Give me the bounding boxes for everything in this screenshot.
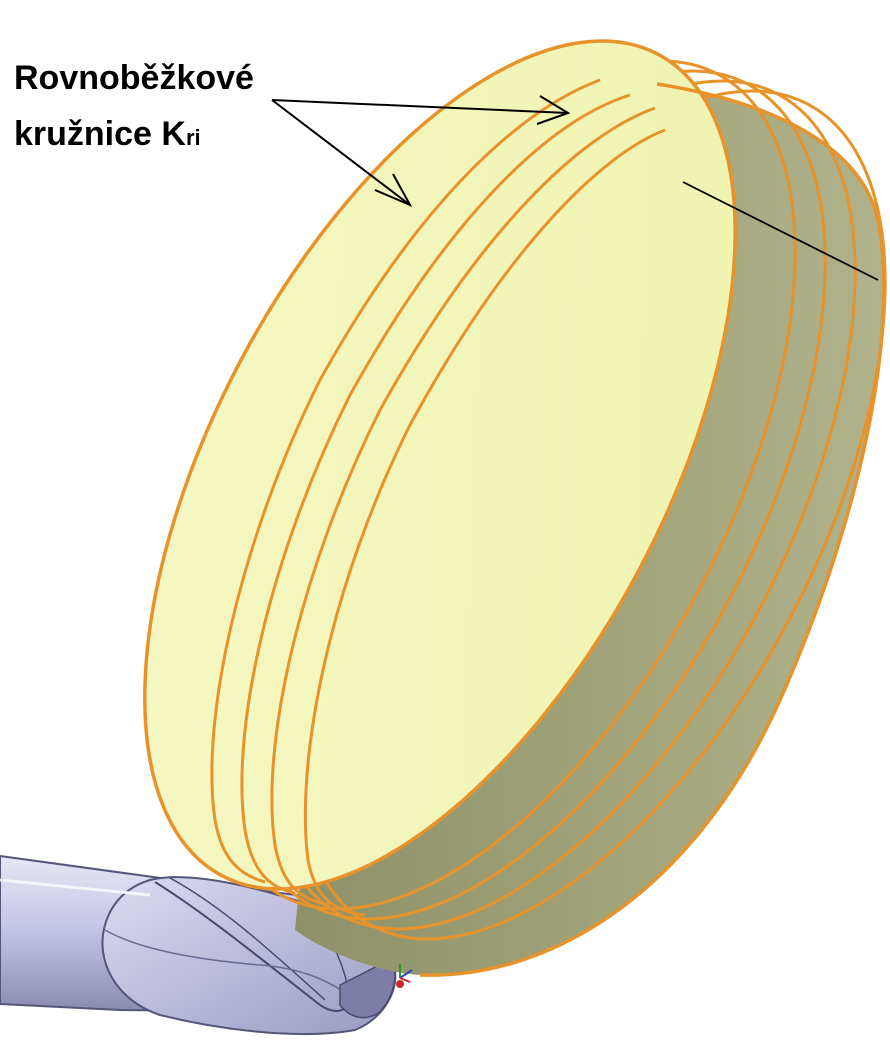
leader-arrowhead-1: [536, 95, 571, 125]
cutter-shank-highlight: [0, 878, 151, 897]
cutter-flute-2: [169, 877, 326, 1001]
annotation-line-2: kružnice Kri: [14, 106, 254, 166]
cutter-flute-3: [104, 929, 356, 1001]
face-circle-4: [303, 128, 666, 917]
leader-arrowhead-2: [374, 173, 413, 208]
face-circle-3: [270, 106, 656, 907]
disc-workpiece: [143, 39, 887, 977]
disc-seam-line: [682, 181, 879, 281]
cutter-tip: [339, 956, 396, 1019]
disc-side-surface: [295, 84, 884, 976]
leader-line-1: [271, 99, 569, 114]
disc-back-rim: [419, 82, 886, 977]
face-circle-2: [240, 93, 631, 895]
leader-line-2: [271, 99, 411, 206]
annotation-main: kružnice K: [14, 115, 186, 153]
axis-triad-icon: [396, 964, 413, 988]
face-circle-1: [210, 78, 601, 884]
disc-front-face: [143, 39, 737, 891]
leader-arrows: [271, 95, 571, 208]
cutter-flute-1: [154, 881, 353, 1012]
annotation-subscript: ri: [185, 125, 201, 150]
annotation-label: Rovnoběžkové kružnice Kri: [14, 50, 254, 166]
annotation-line-1: Rovnoběžkové: [14, 59, 254, 97]
